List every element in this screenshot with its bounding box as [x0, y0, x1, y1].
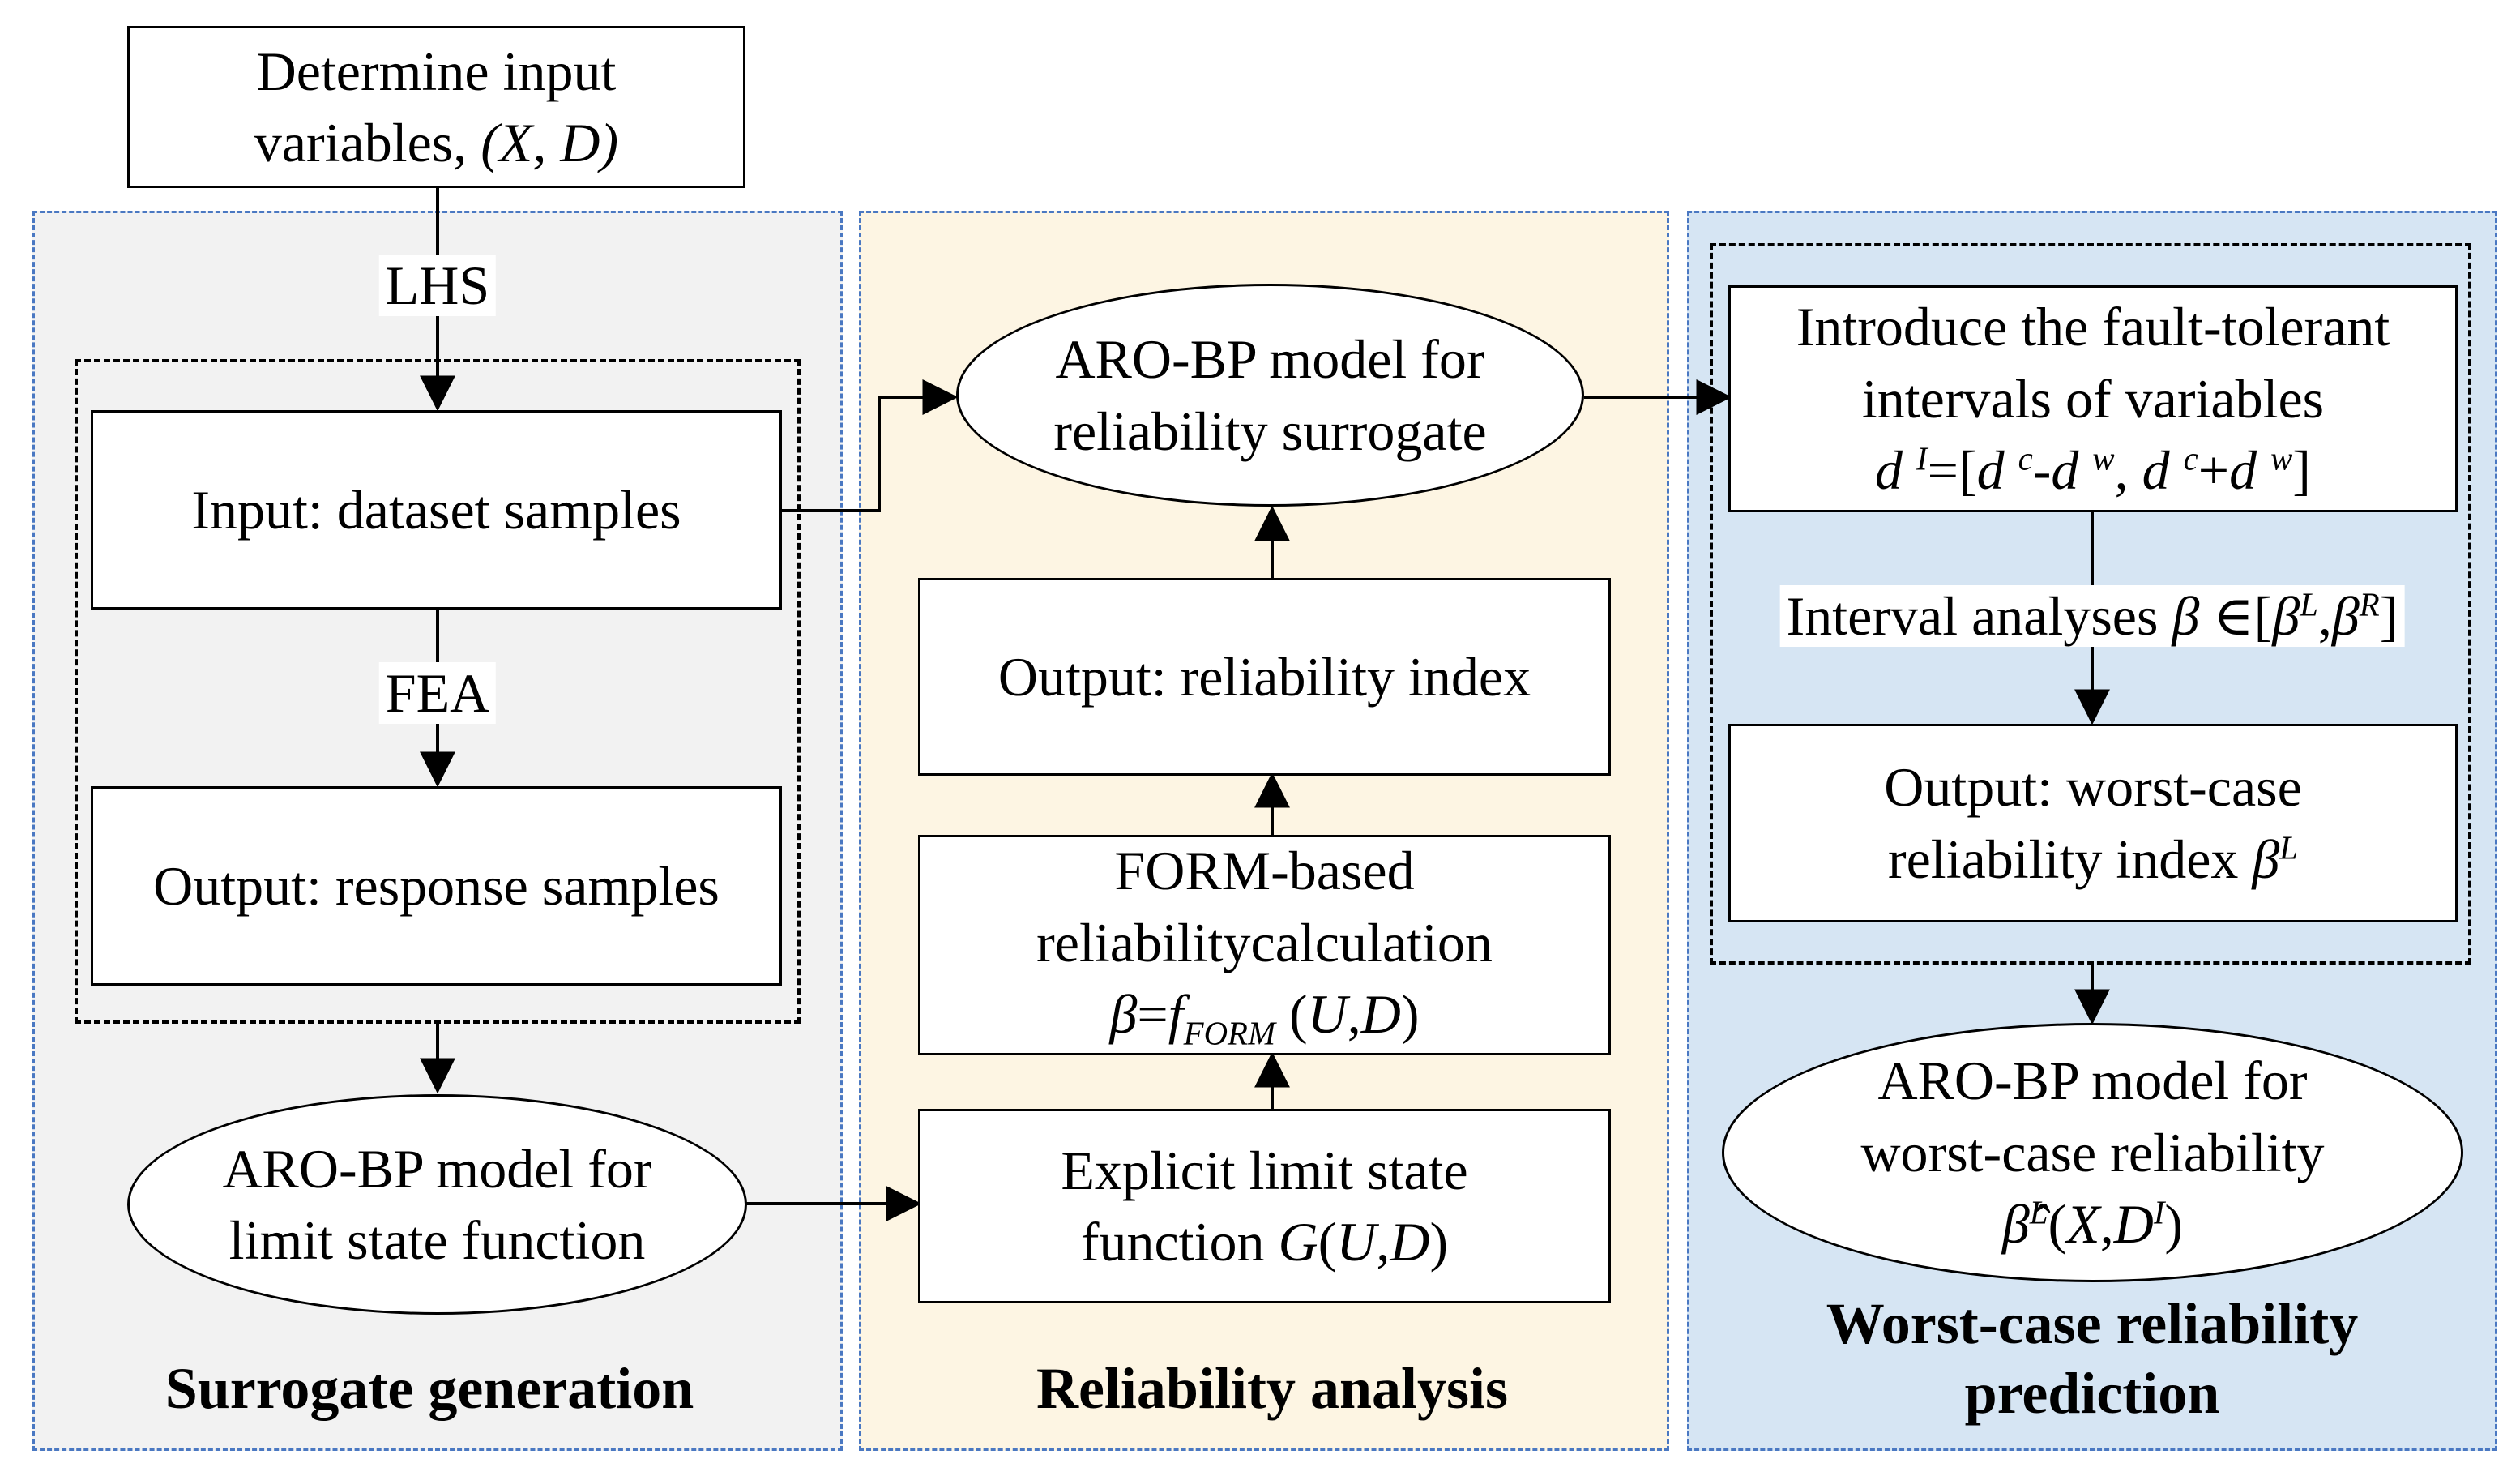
worst-output-line1: Output: worst-case — [1884, 756, 2302, 819]
worst-case-model-ellipse: ARO-BP model for worst-case reliability … — [1722, 1023, 2463, 1282]
worst-model-equation: β̂L(X,DI) — [2001, 1193, 2184, 1256]
surrogate-model-line1: ARO-BP model for — [1055, 328, 1485, 391]
input-samples-label: Input: dataset samples — [191, 478, 681, 541]
explicit-line2: function — [1080, 1211, 1279, 1273]
start-line2-text: variables, — [254, 112, 481, 173]
surrogate-generation-title: Surrogate generation — [164, 1356, 694, 1421]
worst-case-title: Worst-case reliability prediction — [1826, 1289, 2359, 1429]
form-equation: β=fFORM (U,D) — [1109, 983, 1420, 1052]
fea-label: FEA — [378, 662, 497, 724]
arrow-input-to-surrogate — [782, 379, 959, 512]
fault-tolerant-intervals-box: Introduce the fault-tolerant intervals o… — [1728, 285, 2458, 512]
output-index-label: Output: reliability index — [997, 645, 1531, 708]
output-reliability-index-box: Output: reliability index — [918, 578, 1611, 776]
determine-input-variables-box: Determine input variables, (X, D) — [127, 26, 745, 188]
surrogate-model-line2: reliability surrogate — [1053, 400, 1487, 462]
form-reliability-calculation-box: FORM-based reliabilitycalculation β=fFOR… — [918, 835, 1611, 1055]
start-line2-math: (X, D) — [481, 112, 619, 173]
worst-title-line1: Worst-case reliability — [1826, 1291, 2359, 1356]
interval-analyses-label: Interval analyses β ∈[βL,βR] — [1779, 585, 2405, 647]
output-response-samples-box: Output: response samples — [91, 786, 782, 986]
limit-state-model-ellipse: ARO-BP model for limit state function — [127, 1094, 747, 1315]
interval-equation: d I=[d c-d w, d c+d w] — [1875, 439, 2311, 502]
lhs-label: LHS — [378, 255, 497, 316]
explicit-line1: Explicit limit state — [1061, 1139, 1468, 1201]
start-line1: Determine input — [256, 40, 617, 102]
reliability-surrogate-model-ellipse: ARO-BP model for reliability surrogate — [956, 284, 1584, 507]
form-line2: reliabilitycalculation — [1036, 911, 1493, 973]
form-line1: FORM-based — [1114, 840, 1415, 902]
worst-output-line2: reliability index — [1887, 828, 2253, 890]
interval-analyses-text: Interval analyses — [1786, 585, 2172, 647]
worst-title-line2: prediction — [1964, 1361, 2220, 1427]
reliability-analysis-title: Reliability analysis — [1036, 1356, 1509, 1421]
explicit-limit-state-box: Explicit limit state function G(U,D) — [918, 1109, 1611, 1303]
limit-model-line2: limit state function — [229, 1209, 646, 1271]
worst-case-output-box: Output: worst-case reliability index βL — [1728, 724, 2458, 922]
input-dataset-samples-box: Input: dataset samples — [91, 410, 782, 610]
limit-model-line1: ARO-BP model for — [222, 1137, 652, 1200]
intro-line1: Introduce the fault-tolerant — [1796, 296, 2390, 358]
interval-analysis-group — [1710, 243, 2471, 965]
worst-model-line2: worst-case reliability — [1860, 1121, 2325, 1183]
worst-model-line1: ARO-BP model for — [1877, 1050, 2308, 1112]
intro-line2: intervals of variables — [1861, 367, 2325, 430]
output-samples-label: Output: response samples — [153, 854, 720, 917]
